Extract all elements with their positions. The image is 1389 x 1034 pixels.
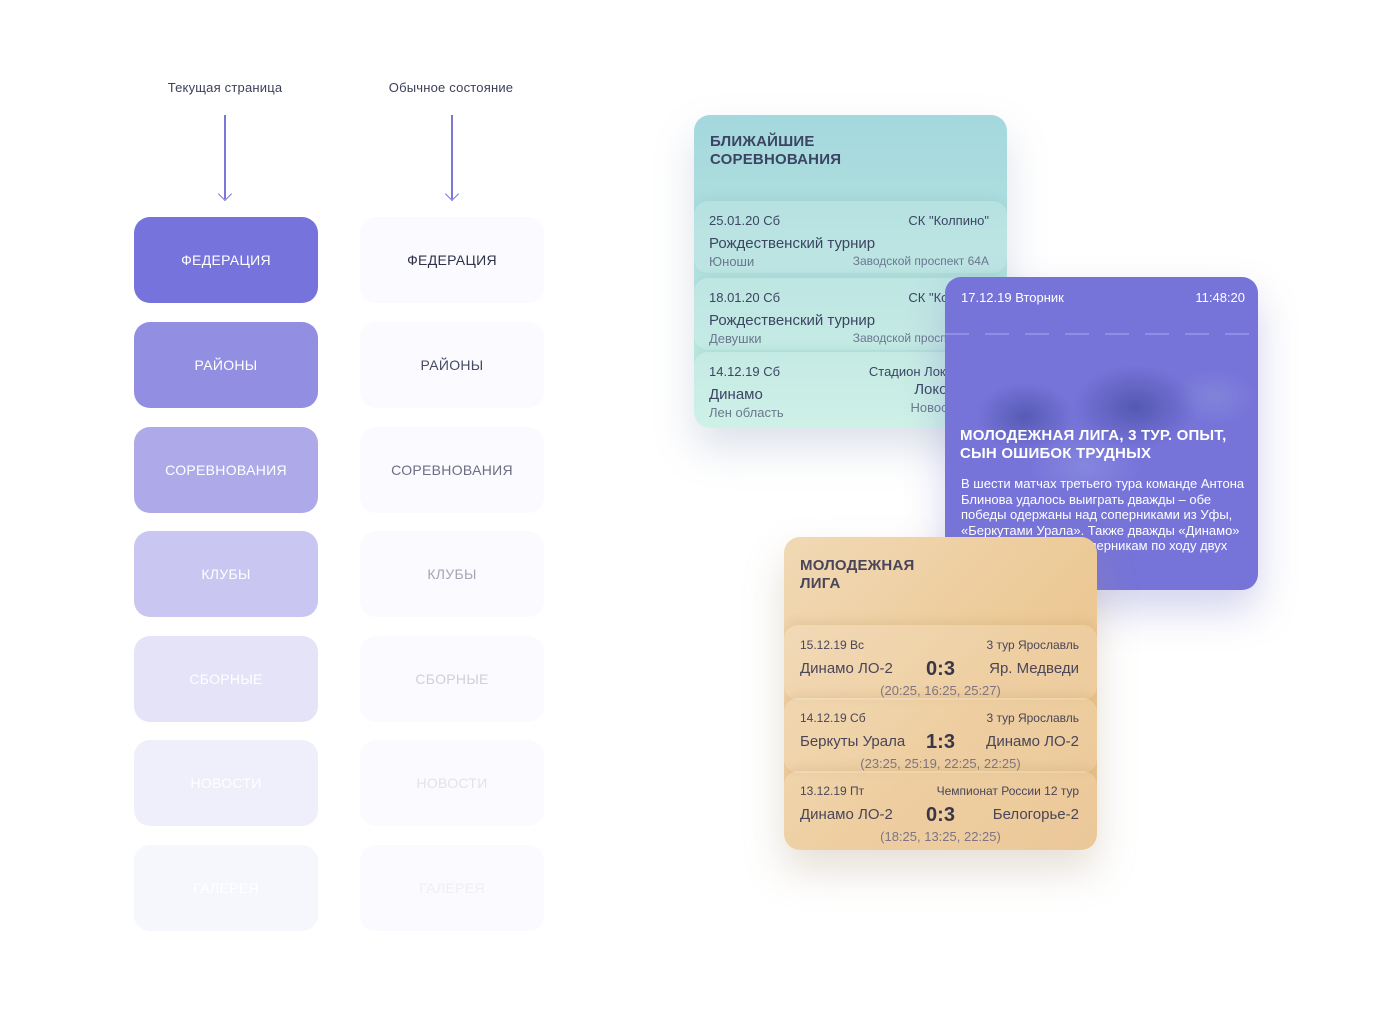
match-round: Чемпионат России 12 тур <box>936 784 1079 798</box>
event-home-city: Лен область <box>709 405 784 420</box>
nav-active-teams[interactable]: СБОРНЫЕ <box>134 636 318 722</box>
match-sets: (20:25, 16:25, 25:27) <box>880 683 1001 698</box>
news-date: 17.12.19 Вторник <box>961 290 1064 305</box>
nav-label: СБОРНЫЕ <box>189 671 263 687</box>
match-item[interactable]: 15.12.19 Вс 3 тур Ярославль Динамо ЛО-2 … <box>784 625 1097 700</box>
card-title: БЛИЖАЙШИЕ СОРЕВНОВАНИЯ <box>710 133 842 168</box>
match-item[interactable]: 14.12.19 Сб 3 тур Ярославль Беркуты Урал… <box>784 698 1097 773</box>
match-away-team: Белогорье-2 <box>992 806 1079 823</box>
nav-normal-federation[interactable]: ФЕДЕРАЦИЯ <box>360 217 544 303</box>
nav-active-clubs[interactable]: КЛУБЫ <box>134 531 318 617</box>
news-title: МОЛОДЕЖНАЯ ЛИГА, 3 ТУР. ОПЫТ, СЫН ОШИБОК… <box>960 427 1227 462</box>
match-away-team: Яр. Медведи <box>989 660 1079 677</box>
event-category: Юноши <box>709 254 755 269</box>
match-score: 1:3 <box>926 731 955 753</box>
nav-label: СБОРНЫЕ <box>415 671 489 687</box>
nav-normal-teams[interactable]: СБОРНЫЕ <box>360 636 544 722</box>
nav-active-gallery[interactable]: ГАЛЕРЕЯ <box>134 845 318 931</box>
news-time: 11:48:20 <box>1195 290 1245 305</box>
nav-normal-districts[interactable]: РАЙОНЫ <box>360 322 544 408</box>
nav-normal-news[interactable]: НОВОСТИ <box>360 740 544 826</box>
event-category: Девушки <box>709 331 762 346</box>
nav-label: КЛУБЫ <box>201 566 251 582</box>
match-home-team: Динамо ЛО-2 <box>800 806 893 823</box>
match-score: 0:3 <box>926 804 955 826</box>
arrow-down-icon <box>444 115 460 202</box>
card-title: МОЛОДЕЖНАЯ ЛИГА <box>800 557 915 592</box>
match-away-team: Динамо ЛО-2 <box>986 733 1079 750</box>
nav-label: ФЕДЕРАЦИЯ <box>181 252 271 268</box>
nav-label: РАЙОНЫ <box>194 357 258 373</box>
court-line <box>945 333 1258 335</box>
youth-league-card[interactable]: МОЛОДЕЖНАЯ ЛИГА 15.12.19 Вс 3 тур Яросла… <box>784 537 1097 850</box>
nav-normal-clubs[interactable]: КЛУБЫ <box>360 531 544 617</box>
match-date: 15.12.19 Вс <box>800 638 865 652</box>
event-date: 14.12.19 Сб <box>709 364 781 379</box>
match-round: 3 тур Ярославль <box>986 711 1079 725</box>
nav-label: РАЙОНЫ <box>420 357 484 373</box>
match-sets: (18:25, 13:25, 22:25) <box>880 829 1001 844</box>
match-date: 14.12.19 Сб <box>800 711 866 725</box>
match-score: 0:3 <box>926 658 955 680</box>
event-home-team: Динамо <box>709 386 763 403</box>
nav-label: КЛУБЫ <box>427 566 477 582</box>
event-date: 18.01.20 Сб <box>709 290 781 305</box>
nav-label: ГАЛЕРЕЯ <box>419 880 485 896</box>
match-item[interactable]: 13.12.19 Пт Чемпионат России 12 тур Дина… <box>784 771 1097 850</box>
event-name: Рождественский турнир <box>709 312 876 329</box>
match-date: 13.12.19 Пт <box>800 784 865 798</box>
nav-label: ГАЛЕРЕЯ <box>193 880 259 896</box>
nav-label: СОРЕВНОВАНИЯ <box>165 462 287 478</box>
event-name: Рождественский турнир <box>709 235 876 252</box>
event-address: Заводской проспект 64А <box>852 254 989 268</box>
news-photo <box>945 317 1258 487</box>
event-date: 25.01.20 Сб <box>709 213 781 228</box>
nav-active-federation[interactable]: ФЕДЕРАЦИЯ <box>134 217 318 303</box>
arrow-down-icon <box>217 115 233 202</box>
match-round: 3 тур Ярославль <box>986 638 1079 652</box>
current-page-title: Текущая страница <box>167 80 283 95</box>
nav-label: НОВОСТИ <box>416 775 488 791</box>
event-item[interactable]: 25.01.20 Сб СК "Колпино" Рождественский … <box>694 201 1007 273</box>
nav-label: СОРЕВНОВАНИЯ <box>391 462 513 478</box>
match-home-team: Динамо ЛО-2 <box>800 660 893 677</box>
nav-normal-gallery[interactable]: ГАЛЕРЕЯ <box>360 845 544 931</box>
event-venue: СК "Колпино" <box>908 213 989 228</box>
nav-label: ФЕДЕРАЦИЯ <box>407 252 497 268</box>
nav-active-districts[interactable]: РАЙОНЫ <box>134 322 318 408</box>
normal-state-title: Обычное состояние <box>388 80 514 95</box>
match-sets: (23:25, 25:19, 22:25, 22:25) <box>860 756 1021 771</box>
nav-active-news[interactable]: НОВОСТИ <box>134 740 318 826</box>
nav-label: НОВОСТИ <box>190 775 262 791</box>
nav-active-competitions[interactable]: СОРЕВНОВАНИЯ <box>134 427 318 513</box>
match-home-team: Беркуты Урала <box>800 733 906 750</box>
nav-normal-competitions[interactable]: СОРЕВНОВАНИЯ <box>360 427 544 513</box>
